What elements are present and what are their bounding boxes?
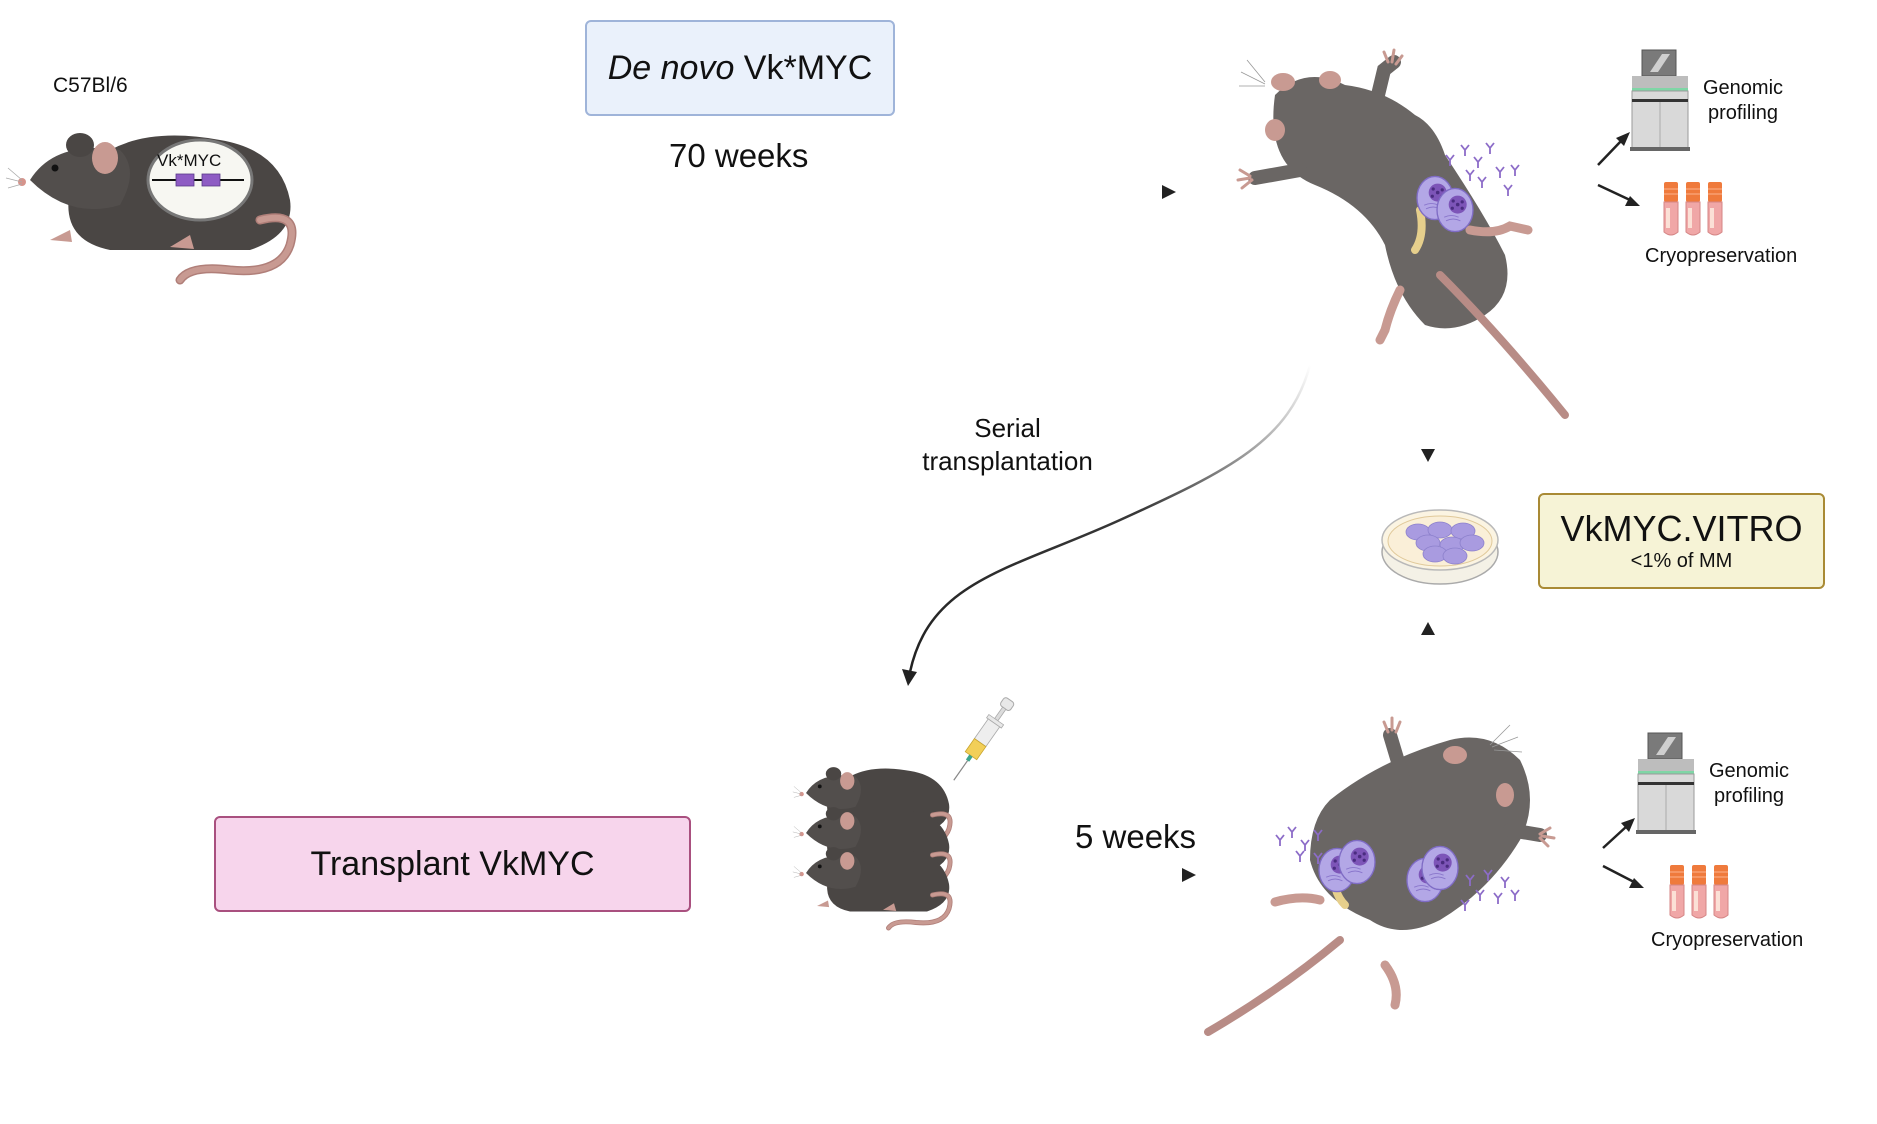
genomic-profiling-label-bottom: Genomic profiling	[1704, 759, 1794, 809]
denovo-diseased-mouse	[1236, 48, 1569, 419]
denovo-italic-text: De novo	[607, 48, 735, 87]
arrow-down-to-culture	[1421, 355, 1435, 462]
sequencer-icon-bottom	[1635, 732, 1697, 835]
genomic-line2-top: profiling	[1707, 102, 1779, 124]
recipient-mice-stack	[793, 767, 950, 928]
bottom-outputs-arrows	[1602, 818, 1644, 888]
petri-dish-icon	[1381, 509, 1499, 585]
arrow-70-weeks	[320, 185, 1176, 199]
vitro-title: VkMYC.VITRO	[1560, 508, 1803, 549]
sequencer-icon-top	[1629, 49, 1691, 152]
genomic-line1-bottom: Genomic	[1708, 760, 1790, 782]
transplant-vkmyc-box: Transplant VkMYC	[214, 816, 691, 912]
serial-label-line2: transplantation	[922, 446, 1093, 476]
denovo-rest-text: Vk*MYC	[734, 48, 873, 87]
arrow-up-to-culture	[1421, 622, 1435, 725]
duration-5-weeks-label: 5 weeks	[1075, 818, 1197, 855]
transgene-label: Vk*MYC	[157, 151, 222, 170]
serial-label-line1: Serial	[974, 413, 1041, 443]
vkmyc-vitro-box: VkMYC.VITRO <1% of MM	[1538, 493, 1825, 589]
serial-transplantation-label: Serial transplantation	[905, 412, 1110, 478]
cryo-tubes-icon-top	[1663, 181, 1723, 236]
vitro-subtitle: <1% of MM	[1630, 550, 1733, 572]
syringe-icon	[953, 697, 1015, 781]
arrow-serial-transplantation	[902, 364, 1312, 686]
cryopreservation-label-top: Cryopreservation	[1645, 245, 1798, 267]
genomic-profiling-label-top: Genomic profiling	[1698, 76, 1788, 126]
arrow-5-weeks	[1075, 868, 1196, 882]
c57bl6-mouse-illustration	[6, 133, 292, 280]
genomic-line2-bottom: profiling	[1713, 785, 1785, 807]
transplant-label: Transplant VkMYC	[310, 844, 595, 883]
genomic-line1-top: Genomic	[1702, 77, 1784, 99]
cryo-tubes-icon-bottom	[1669, 864, 1729, 919]
top-outputs-arrows	[1597, 132, 1640, 206]
cryopreservation-label-bottom: Cryopreservation	[1651, 929, 1804, 951]
denovo-vkmyc-box: De novo Vk*MYC	[585, 20, 895, 116]
strain-label: C57Bl/6	[53, 74, 128, 97]
duration-70-weeks-label: 70 weeks	[669, 137, 809, 174]
transplant-diseased-mouse	[1204, 716, 1556, 1036]
